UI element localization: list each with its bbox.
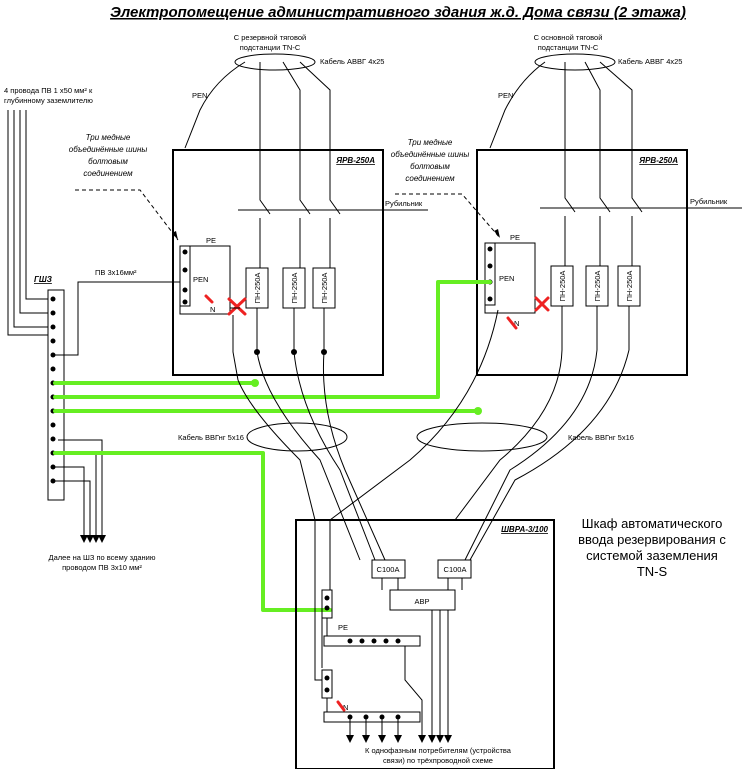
left-n-break — [204, 294, 214, 304]
right-source-cable: С основной тяговой подстанции TN-C Кабел… — [489, 33, 682, 150]
cabinet-desc-line2: ввода резервирования с — [578, 532, 726, 547]
right-cable-mid-clamp — [416, 422, 548, 452]
gsh-label: ГШЗ — [34, 275, 52, 284]
right-cable-label: Кабель АВВГ 4х25 — [618, 57, 682, 66]
pv-wire-label: ПВ 3х16мм² — [95, 268, 137, 277]
cabinet-n-bus — [323, 711, 421, 723]
avr-cabinet-frame — [295, 519, 555, 770]
left-source-line1: С резервной тяговой — [234, 33, 306, 42]
left-cable-mid-label: Кабель ВВГнг 5х16 — [178, 433, 244, 442]
right-fuse-2-label: ПН-250А — [593, 271, 602, 302]
left-note-line2: объединённые шины — [69, 145, 148, 154]
consumers-line1: К однофазным потребителям (устройства — [365, 746, 512, 755]
left-source-cable: С резервной тяговой подстанции TN-C Кабе… — [184, 33, 384, 150]
right-cable-clamp — [534, 53, 616, 71]
gsh-further-line1: Далее на ШЗ по всему зданию — [49, 553, 156, 562]
diagram-title: Электропомещение административного здани… — [110, 4, 686, 21]
left-cable-mid-clamp — [246, 422, 348, 452]
left-fuse-3-label: ПН-250А — [320, 273, 329, 304]
left-note-line1: Три медные — [86, 133, 131, 142]
ground-wires-line2: глубинному заземлителю — [4, 96, 93, 105]
breaker-right — [437, 559, 472, 579]
right-panel-frame — [476, 149, 688, 376]
gsh-further-line2: проводом ПВ 3х10 мм² — [62, 563, 142, 572]
left-break-cross — [227, 297, 247, 316]
left-cable-label: Кабель АВВГ 4х25 — [320, 57, 384, 66]
cabinet-n-break — [336, 700, 346, 712]
left-note-line3: болтовым — [88, 157, 128, 166]
right-cable-mid-label: Кабель ВВГнг 5х16 — [568, 433, 634, 442]
left-source-line2: подстанции TN-C — [240, 43, 301, 52]
right-pen-bus-label: PEN — [499, 274, 514, 283]
ground-wires — [7, 110, 48, 336]
avr-unit — [389, 589, 456, 611]
left-cable-clamp — [234, 53, 316, 71]
left-busbar-note: Три медные объединённые шины болтовым со… — [69, 133, 179, 241]
left-pen-label: PEN — [192, 91, 207, 100]
left-panel-title: ЯРВ-250А — [335, 156, 375, 165]
breaker-right-label: С100А — [444, 565, 467, 574]
right-n-break — [506, 316, 518, 330]
cabinet-pe-label: PE — [338, 623, 348, 632]
left-fuse-1-label: ПН-250А — [253, 273, 262, 304]
right-source-line1: С основной тяговой — [534, 33, 603, 42]
left-panel-frame — [172, 149, 384, 376]
avr-cabinet: ШВРА-3/100 С100А С100А АВР PE N — [295, 519, 555, 770]
cabinet-description: Шкаф автоматического ввода резервировани… — [578, 516, 726, 579]
avr-unit-label: АВР — [414, 597, 429, 606]
cabinet-desc-line4: TN-S — [637, 564, 668, 579]
cabinet-pe-bus — [323, 635, 421, 647]
left-panel: ЯРВ-250А Рубильник ПН-250А ПН-250А ПН-25… — [172, 149, 428, 381]
right-fuse-1-label: ПН-250А — [558, 271, 567, 302]
right-panel-title: ЯРВ-250А — [638, 156, 678, 165]
right-note-line2: объединённые шины — [391, 150, 470, 159]
avr-cabinet-title: ШВРА-3/100 — [501, 525, 548, 534]
right-break-cross — [534, 296, 550, 312]
right-panel: ЯРВ-250А Рубильник ПН-250А ПН-250А ПН-25… — [476, 149, 742, 376]
right-note-line4: соединением — [405, 174, 455, 183]
right-note-line3: болтовым — [410, 162, 450, 171]
right-pen-label: PEN — [498, 91, 513, 100]
right-note-line1: Три медные — [408, 138, 453, 147]
breaker-left-label: С100А — [377, 565, 400, 574]
ground-wires-line1: 4 провода ПВ 1 х50 мм² к — [4, 86, 93, 95]
left-pen-bus-label: PEN — [193, 275, 208, 284]
left-note-line4: соединением — [83, 169, 133, 178]
left-pe-label: PE — [206, 236, 216, 245]
left-fuse-2-label: ПН-250А — [290, 273, 299, 304]
consumers-line2: связи) по трёхпроводной схеме — [383, 756, 493, 765]
middle-cables: Кабель ВВГнг 5х16 Кабель ВВГнг 5х16 — [178, 309, 634, 561]
breaker-left — [371, 559, 406, 579]
cabinet-desc-line3: системой заземления — [586, 548, 718, 563]
main-ground-bus: ГШЗ ПВ 3х16мм² Далее на ШЗ по всему здан… — [34, 268, 180, 572]
right-pe-label: PE — [510, 233, 520, 242]
right-source-line2: подстанции TN-C — [538, 43, 599, 52]
left-switch-label: Рубильник — [385, 199, 423, 208]
right-busbar-note: Три медные объединённые шины болтовым со… — [391, 138, 501, 239]
cabinet-n-label: N — [343, 703, 348, 712]
left-n-label: N — [210, 305, 215, 314]
cabinet-desc-line1: Шкаф автоматического — [582, 516, 723, 531]
right-switch-label: Рубильник — [690, 197, 728, 206]
right-n-label: N — [514, 319, 519, 328]
right-fuse-3-label: ПН-250А — [625, 271, 634, 302]
